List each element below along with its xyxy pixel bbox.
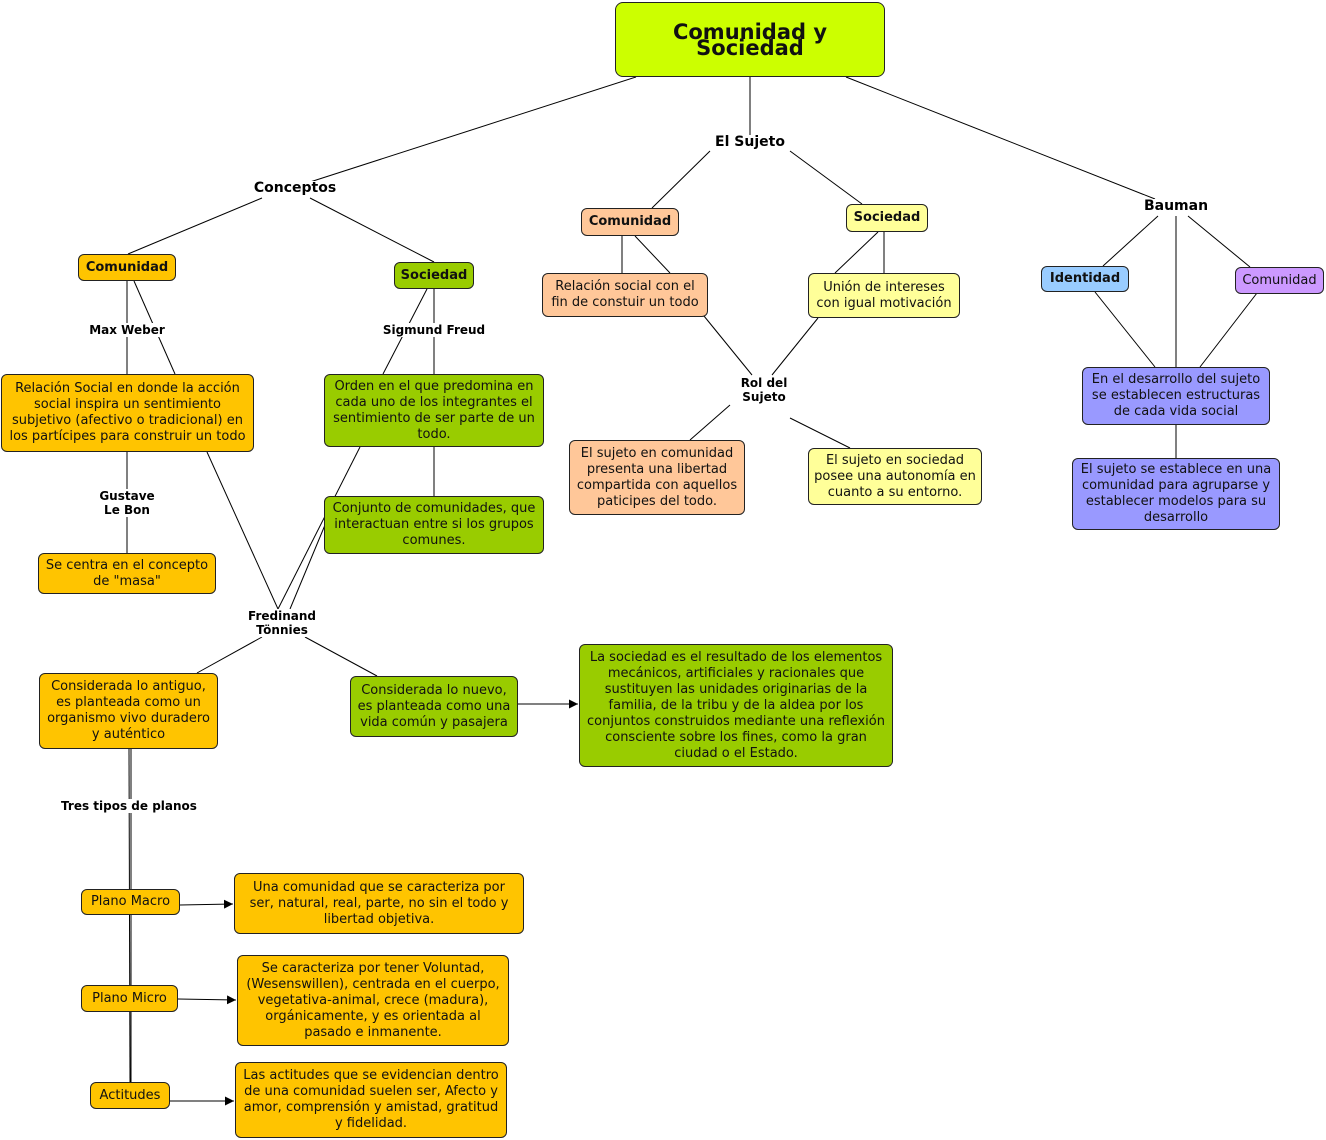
node-conjunto-definition[interactable]: Conjunto de comunidades, que interactuan… xyxy=(324,496,544,554)
label-conceptos: Conceptos xyxy=(250,181,340,195)
label-bauman: Bauman xyxy=(1138,199,1214,213)
node-sujeto-comunidad[interactable]: Comunidad xyxy=(581,208,679,236)
node-conceptos-comunidad[interactable]: Comunidad xyxy=(78,254,176,281)
node-plano-macro[interactable]: Plano Macro xyxy=(81,889,180,915)
node-union-intereses[interactable]: Unión de intereses con igual motivación xyxy=(808,273,960,318)
node-bauman-comunidad[interactable]: Comunidad xyxy=(1235,267,1324,294)
node-plano-micro[interactable]: Plano Micro xyxy=(81,985,178,1012)
root-node[interactable]: Comunidad y Sociedad xyxy=(615,2,885,77)
label-rol-del-sujeto: Rol del Sujeto xyxy=(733,376,795,404)
node-desarrollo-sujeto[interactable]: En el desarrollo del sujeto se establece… xyxy=(1082,367,1270,425)
node-antiguo[interactable]: Considerada lo antiguo, es planteada com… xyxy=(39,673,218,749)
node-conceptos-sociedad[interactable]: Sociedad xyxy=(394,262,474,289)
label-tres-tipos: Tres tipos de planos xyxy=(58,799,200,813)
label-sigmund-freud: Sigmund Freud xyxy=(379,323,489,337)
label-ferdinand-tonnies: Fredinand Tönnies xyxy=(244,609,320,637)
node-plano-micro-definition[interactable]: Se caracteriza por tener Voluntad, (Wese… xyxy=(237,955,509,1046)
label-gustave-le-bon: Gustave Le Bon xyxy=(96,489,158,517)
node-nuevo[interactable]: Considerada lo nuevo, es planteada como … xyxy=(350,676,518,737)
node-freud-definition[interactable]: Orden en el que predomina en cada uno de… xyxy=(324,374,544,447)
node-sujeto-en-sociedad[interactable]: El sujeto en sociedad posee una autonomí… xyxy=(808,448,982,505)
node-actitudes[interactable]: Actitudes xyxy=(90,1082,170,1109)
node-actitudes-definition[interactable]: Las actitudes que se evidencian dentro d… xyxy=(235,1062,507,1138)
node-sujeto-sociedad[interactable]: Sociedad xyxy=(846,204,928,232)
node-weber-definition[interactable]: Relación Social en donde la acción socia… xyxy=(1,374,254,452)
label-el-sujeto: El Sujeto xyxy=(708,135,792,149)
node-relacion-social[interactable]: Relación social con el fin de constuir u… xyxy=(542,273,708,317)
node-identidad[interactable]: Identidad xyxy=(1041,266,1129,292)
node-plano-macro-definition[interactable]: Una comunidad que se caracteriza por ser… xyxy=(234,873,524,934)
node-sujeto-establece[interactable]: El sujeto se establece en una comunidad … xyxy=(1072,458,1280,530)
node-sujeto-en-comunidad[interactable]: El sujeto en comunidad presenta una libe… xyxy=(569,440,745,515)
node-sociedad-resultado[interactable]: La sociedad es el resultado de los eleme… xyxy=(579,644,893,767)
label-max-weber: Max Weber xyxy=(86,323,168,337)
node-lebon-definition[interactable]: Se centra en el concepto de "masa" xyxy=(38,553,216,594)
